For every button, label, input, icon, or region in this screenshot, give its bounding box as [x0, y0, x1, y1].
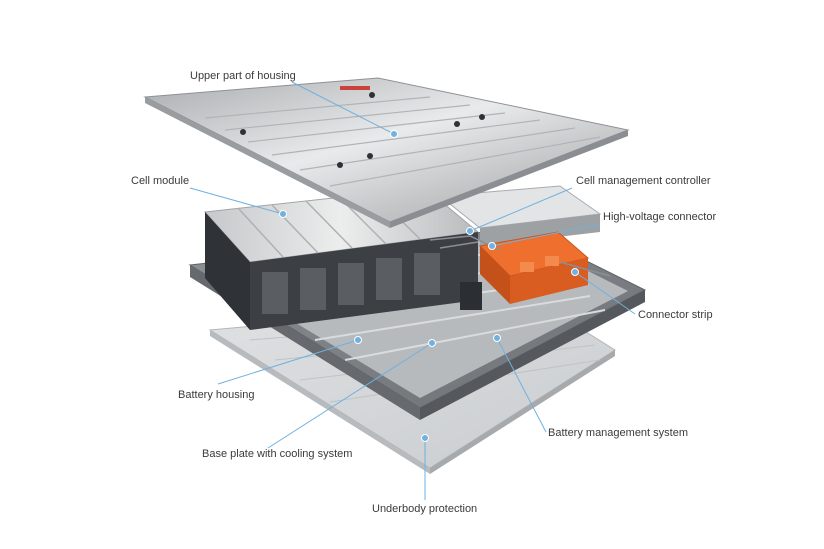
leader-line-high-voltage-connector — [491, 223, 601, 247]
label-battery-housing: Battery housing — [178, 389, 255, 401]
cell-management-controller — [438, 185, 602, 246]
label-battery-management-system: Battery management system — [548, 427, 689, 439]
leader-line-upper-housing — [291, 81, 395, 135]
label-cell-management-controller: Cell management controller — [576, 175, 711, 187]
marker-dot-upper-housing — [390, 130, 398, 138]
marker-dot-base-plate-cooling — [428, 339, 436, 347]
marker-dot-connector-strip — [571, 268, 579, 276]
leader-lines — [189, 81, 636, 500]
label-base-plate-cooling: Base plate with cooling system — [202, 448, 353, 460]
upper-housing-lid — [143, 77, 630, 228]
label-upper-housing: Upper part of housing — [190, 70, 296, 82]
marker-dot-cell-module — [279, 210, 287, 218]
marker-dot-underbody-protection — [421, 434, 429, 442]
leader-line-battery-management-system — [496, 337, 547, 433]
marker-dot-battery-housing — [354, 336, 362, 344]
leader-line-connector-strip — [574, 271, 636, 315]
marker-dot-cell-management-controller — [466, 227, 474, 235]
marker-dot-high-voltage-connector — [488, 242, 496, 250]
label-underbody-protection: Underbody protection — [372, 503, 478, 515]
leader-line-base-plate-cooling — [267, 342, 433, 449]
label-high-voltage-connector: High-voltage connector — [603, 211, 717, 223]
label-connector-strip: Connector strip — [638, 309, 713, 321]
leader-line-cell-management-controller — [469, 187, 573, 232]
leader-line-battery-housing — [217, 339, 359, 385]
label-cell-module: Cell module — [131, 175, 190, 187]
marker-dot-battery-management-system — [493, 334, 501, 342]
leader-line-cell-module — [189, 187, 284, 215]
